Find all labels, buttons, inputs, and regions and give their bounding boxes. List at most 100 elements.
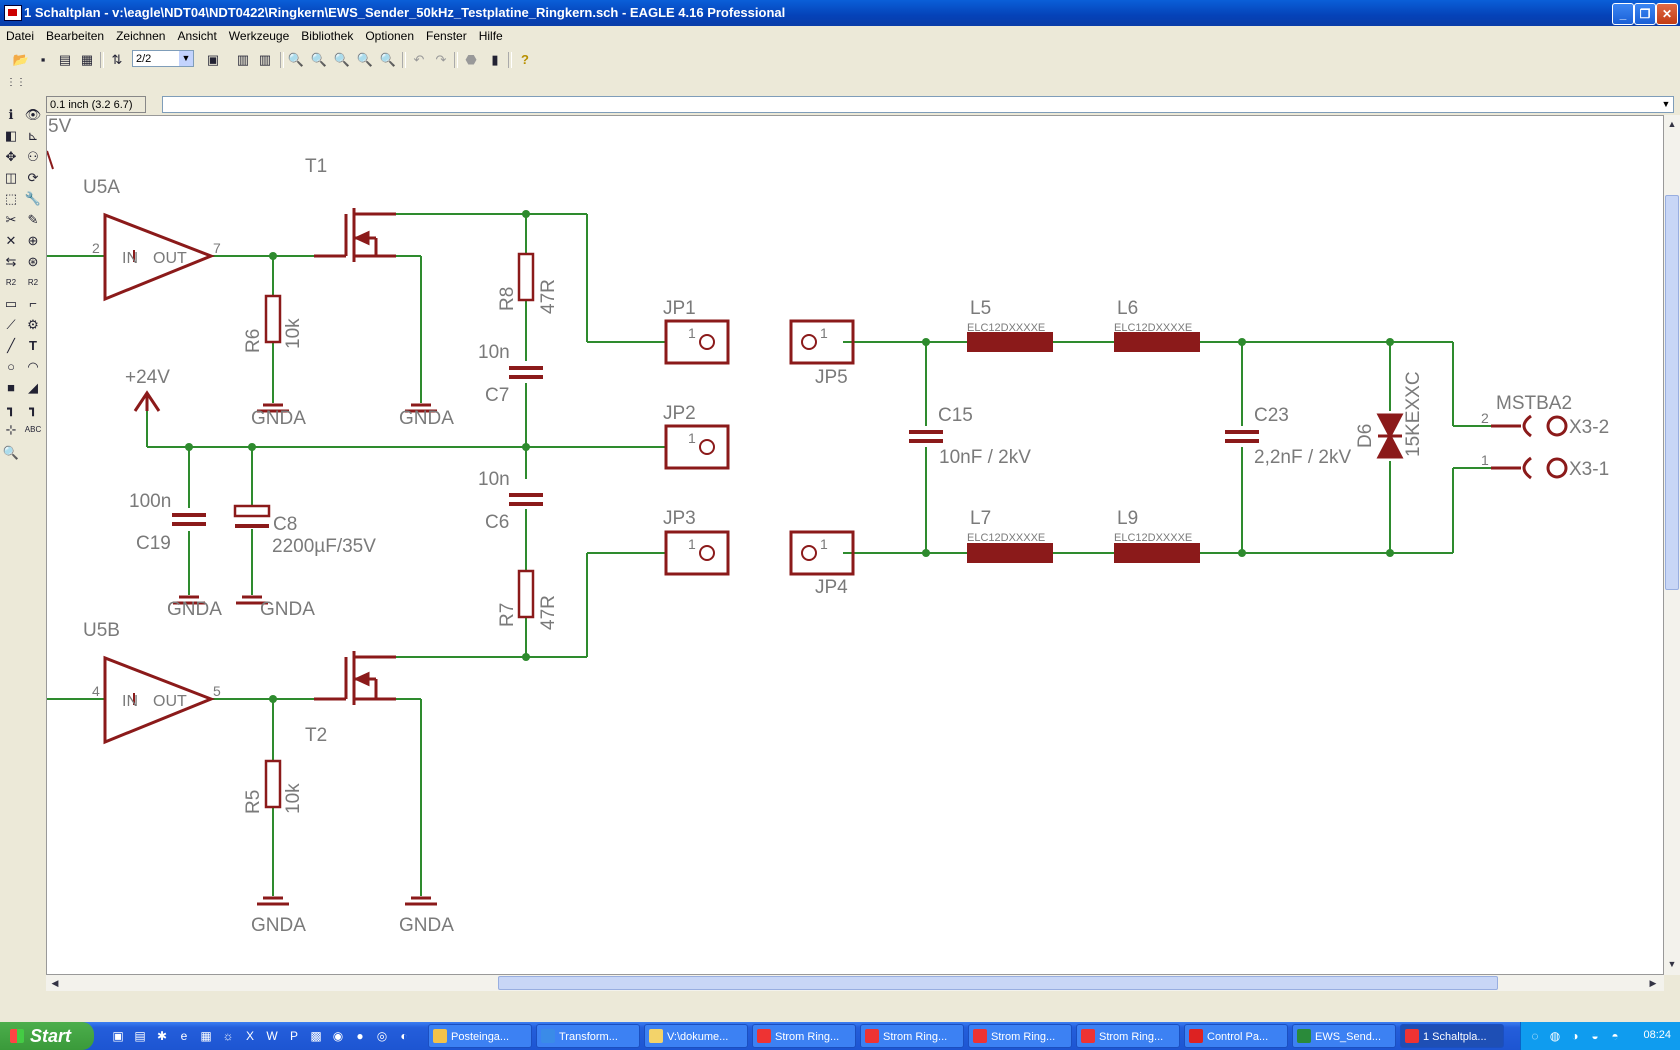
jp4-jumper[interactable]	[789, 530, 855, 576]
quicklaunch-app-icon[interactable]: ◎	[376, 1029, 388, 1043]
vertical-scrollbar[interactable]: ▲ ▼	[1664, 115, 1680, 975]
c15-capacitor[interactable]	[909, 430, 943, 443]
u5a-opamp[interactable]	[103, 212, 216, 302]
schematic-canvas[interactable]: 5V U5A U5B T1 T2 IN OUT IN OUT 2 7 4 5 R…	[46, 115, 1664, 975]
smash-icon[interactable]: ▭	[4, 296, 18, 311]
start-button[interactable]: Start	[0, 1022, 94, 1050]
zoom-in-icon[interactable]: 🔍	[310, 52, 328, 67]
arc-icon[interactable]: ◠	[27, 359, 39, 374]
scroll-up-icon[interactable]: ▲	[1667, 119, 1677, 129]
r5-resistor[interactable]	[264, 759, 282, 809]
group-icon[interactable]: ⬚	[4, 191, 18, 206]
cut-icon[interactable]: ✂	[5, 212, 17, 227]
menu-optionen[interactable]: Optionen	[365, 29, 415, 43]
rotate-icon[interactable]: ⟳	[27, 170, 39, 185]
go-icon[interactable]: ▮	[491, 52, 499, 67]
r7-resistor[interactable]	[517, 569, 535, 619]
scroll-left-icon[interactable]: ◀	[51, 978, 59, 988]
erc-icon[interactable]: 🔍	[2, 445, 20, 460]
value-icon[interactable]: R2	[27, 278, 39, 287]
d6-tvs-diode[interactable]	[1376, 413, 1404, 459]
c23-capacitor[interactable]	[1225, 430, 1259, 443]
menu-werkzeuge[interactable]: Werkzeuge	[228, 29, 290, 43]
eagle-quicklaunch-icon[interactable]: ✱	[156, 1029, 168, 1043]
task-strom-ring-2[interactable]: Strom Ring...	[860, 1024, 964, 1048]
l7-inductor[interactable]	[967, 543, 1053, 563]
quicklaunch-app-icon[interactable]: ▦	[200, 1029, 212, 1043]
horizontal-scroll-thumb[interactable]	[498, 976, 1498, 990]
mark-icon[interactable]: ⊾	[27, 128, 39, 143]
chevron-down-icon[interactable]: ▼	[179, 51, 193, 66]
undo-icon[interactable]: ↶	[413, 52, 425, 67]
redo-icon[interactable]: ↷	[435, 52, 447, 67]
jp5-jumper[interactable]	[789, 319, 855, 365]
save-icon[interactable]: ▪	[40, 52, 46, 67]
explorer-icon[interactable]: ▤	[134, 1029, 146, 1043]
tray-icon[interactable]: ◌	[1531, 1029, 1539, 1043]
grid-icon[interactable]: ⋮⋮	[6, 77, 26, 88]
menu-zeichnen[interactable]: Zeichnen	[116, 29, 166, 43]
print-icon[interactable]: ▤	[58, 52, 72, 67]
task-strom-ring-1[interactable]: Strom Ring...	[752, 1024, 856, 1048]
task-strom-ring-3[interactable]: Strom Ring...	[968, 1024, 1072, 1048]
word-icon[interactable]: W	[266, 1029, 278, 1043]
l5-inductor[interactable]	[967, 332, 1053, 352]
zoom-fit-icon[interactable]: 🔍	[287, 52, 305, 67]
command-line-input[interactable]: ▼	[162, 96, 1674, 113]
c6-capacitor[interactable]	[509, 493, 543, 506]
tray-icon[interactable]: ◑	[1571, 1029, 1579, 1043]
c19-capacitor[interactable]	[172, 513, 206, 526]
jp3-jumper[interactable]	[664, 530, 730, 576]
invoke-icon[interactable]: ⚙	[27, 317, 39, 332]
u5b-opamp[interactable]	[103, 655, 216, 745]
p24-supply-symbol[interactable]	[133, 390, 161, 412]
tray-icon[interactable]: ◒	[1591, 1029, 1599, 1043]
copy-icon[interactable]: ⚇	[27, 149, 39, 164]
menu-bibliothek[interactable]: Bibliothek	[301, 29, 354, 43]
redraw-icon[interactable]: 🔍	[356, 52, 374, 67]
add-icon[interactable]: ⊕	[27, 233, 39, 248]
ulp-icon[interactable]: ▥	[258, 52, 272, 67]
ie-icon[interactable]: e	[180, 1029, 188, 1043]
paste-icon[interactable]: ✎	[27, 212, 39, 227]
task-schaltplan[interactable]: 1 Schaltpla...	[1400, 1024, 1504, 1048]
show-icon[interactable]: 👁	[24, 107, 42, 122]
vertical-scroll-thumb[interactable]	[1665, 195, 1679, 590]
maximize-button[interactable]: ❐	[1634, 3, 1656, 25]
powerpoint-icon[interactable]: P	[289, 1029, 298, 1043]
menu-ansicht[interactable]: Ansicht	[177, 29, 217, 43]
menu-bearbeiten[interactable]: Bearbeiten	[46, 29, 105, 43]
split-icon[interactable]: ⟋	[6, 317, 16, 332]
task-control-panel[interactable]: Control Pa...	[1184, 1024, 1288, 1048]
junction-icon[interactable]: ⊹	[5, 422, 17, 437]
show-desktop-icon[interactable]: ▣	[112, 1029, 124, 1043]
task-posteingang[interactable]: Posteinga...	[428, 1024, 532, 1048]
task-strom-ring-4[interactable]: Strom Ring...	[1076, 1024, 1180, 1048]
move-icon[interactable]: ✥	[5, 149, 17, 164]
board-icon[interactable]: ▣	[206, 52, 220, 67]
scroll-right-icon[interactable]: ▶	[1649, 978, 1657, 988]
excel-icon[interactable]: X	[245, 1029, 254, 1043]
change-icon[interactable]: 🔧	[24, 191, 42, 206]
wire-icon[interactable]: ╱	[7, 338, 15, 353]
firefox-icon[interactable]: ●	[356, 1029, 364, 1043]
schematic-drawing[interactable]: 5V U5A U5B T1 T2 IN OUT IN OUT 2 7 4 5 R…	[47, 116, 1664, 975]
cam-icon[interactable]: ▦	[80, 52, 94, 67]
net-icon[interactable]: ┓	[29, 401, 37, 416]
delete-icon[interactable]: ✕	[5, 233, 17, 248]
l6-inductor[interactable]	[1114, 332, 1200, 352]
mirror-icon[interactable]: ◫	[4, 170, 18, 185]
help-icon[interactable]: ?	[521, 52, 529, 67]
horizontal-scrollbar[interactable]: ◀ ▶	[46, 975, 1664, 991]
task-ews-sender[interactable]: EWS_Send...	[1292, 1024, 1396, 1048]
display-icon[interactable]: ◧	[4, 128, 18, 143]
chevron-down-icon[interactable]: ▼	[1661, 99, 1671, 109]
quicklaunch-app-icon[interactable]: ◐	[400, 1029, 408, 1043]
open-icon[interactable]: 📂	[12, 52, 30, 67]
t2-mosfet[interactable]	[314, 651, 396, 705]
polygon-icon[interactable]: ◢	[28, 380, 38, 395]
r6-resistor[interactable]	[264, 294, 282, 344]
mstba2-connector[interactable]	[1491, 414, 1568, 480]
c8-capacitor[interactable]	[233, 504, 271, 528]
task-transform[interactable]: Transform...	[536, 1024, 640, 1048]
